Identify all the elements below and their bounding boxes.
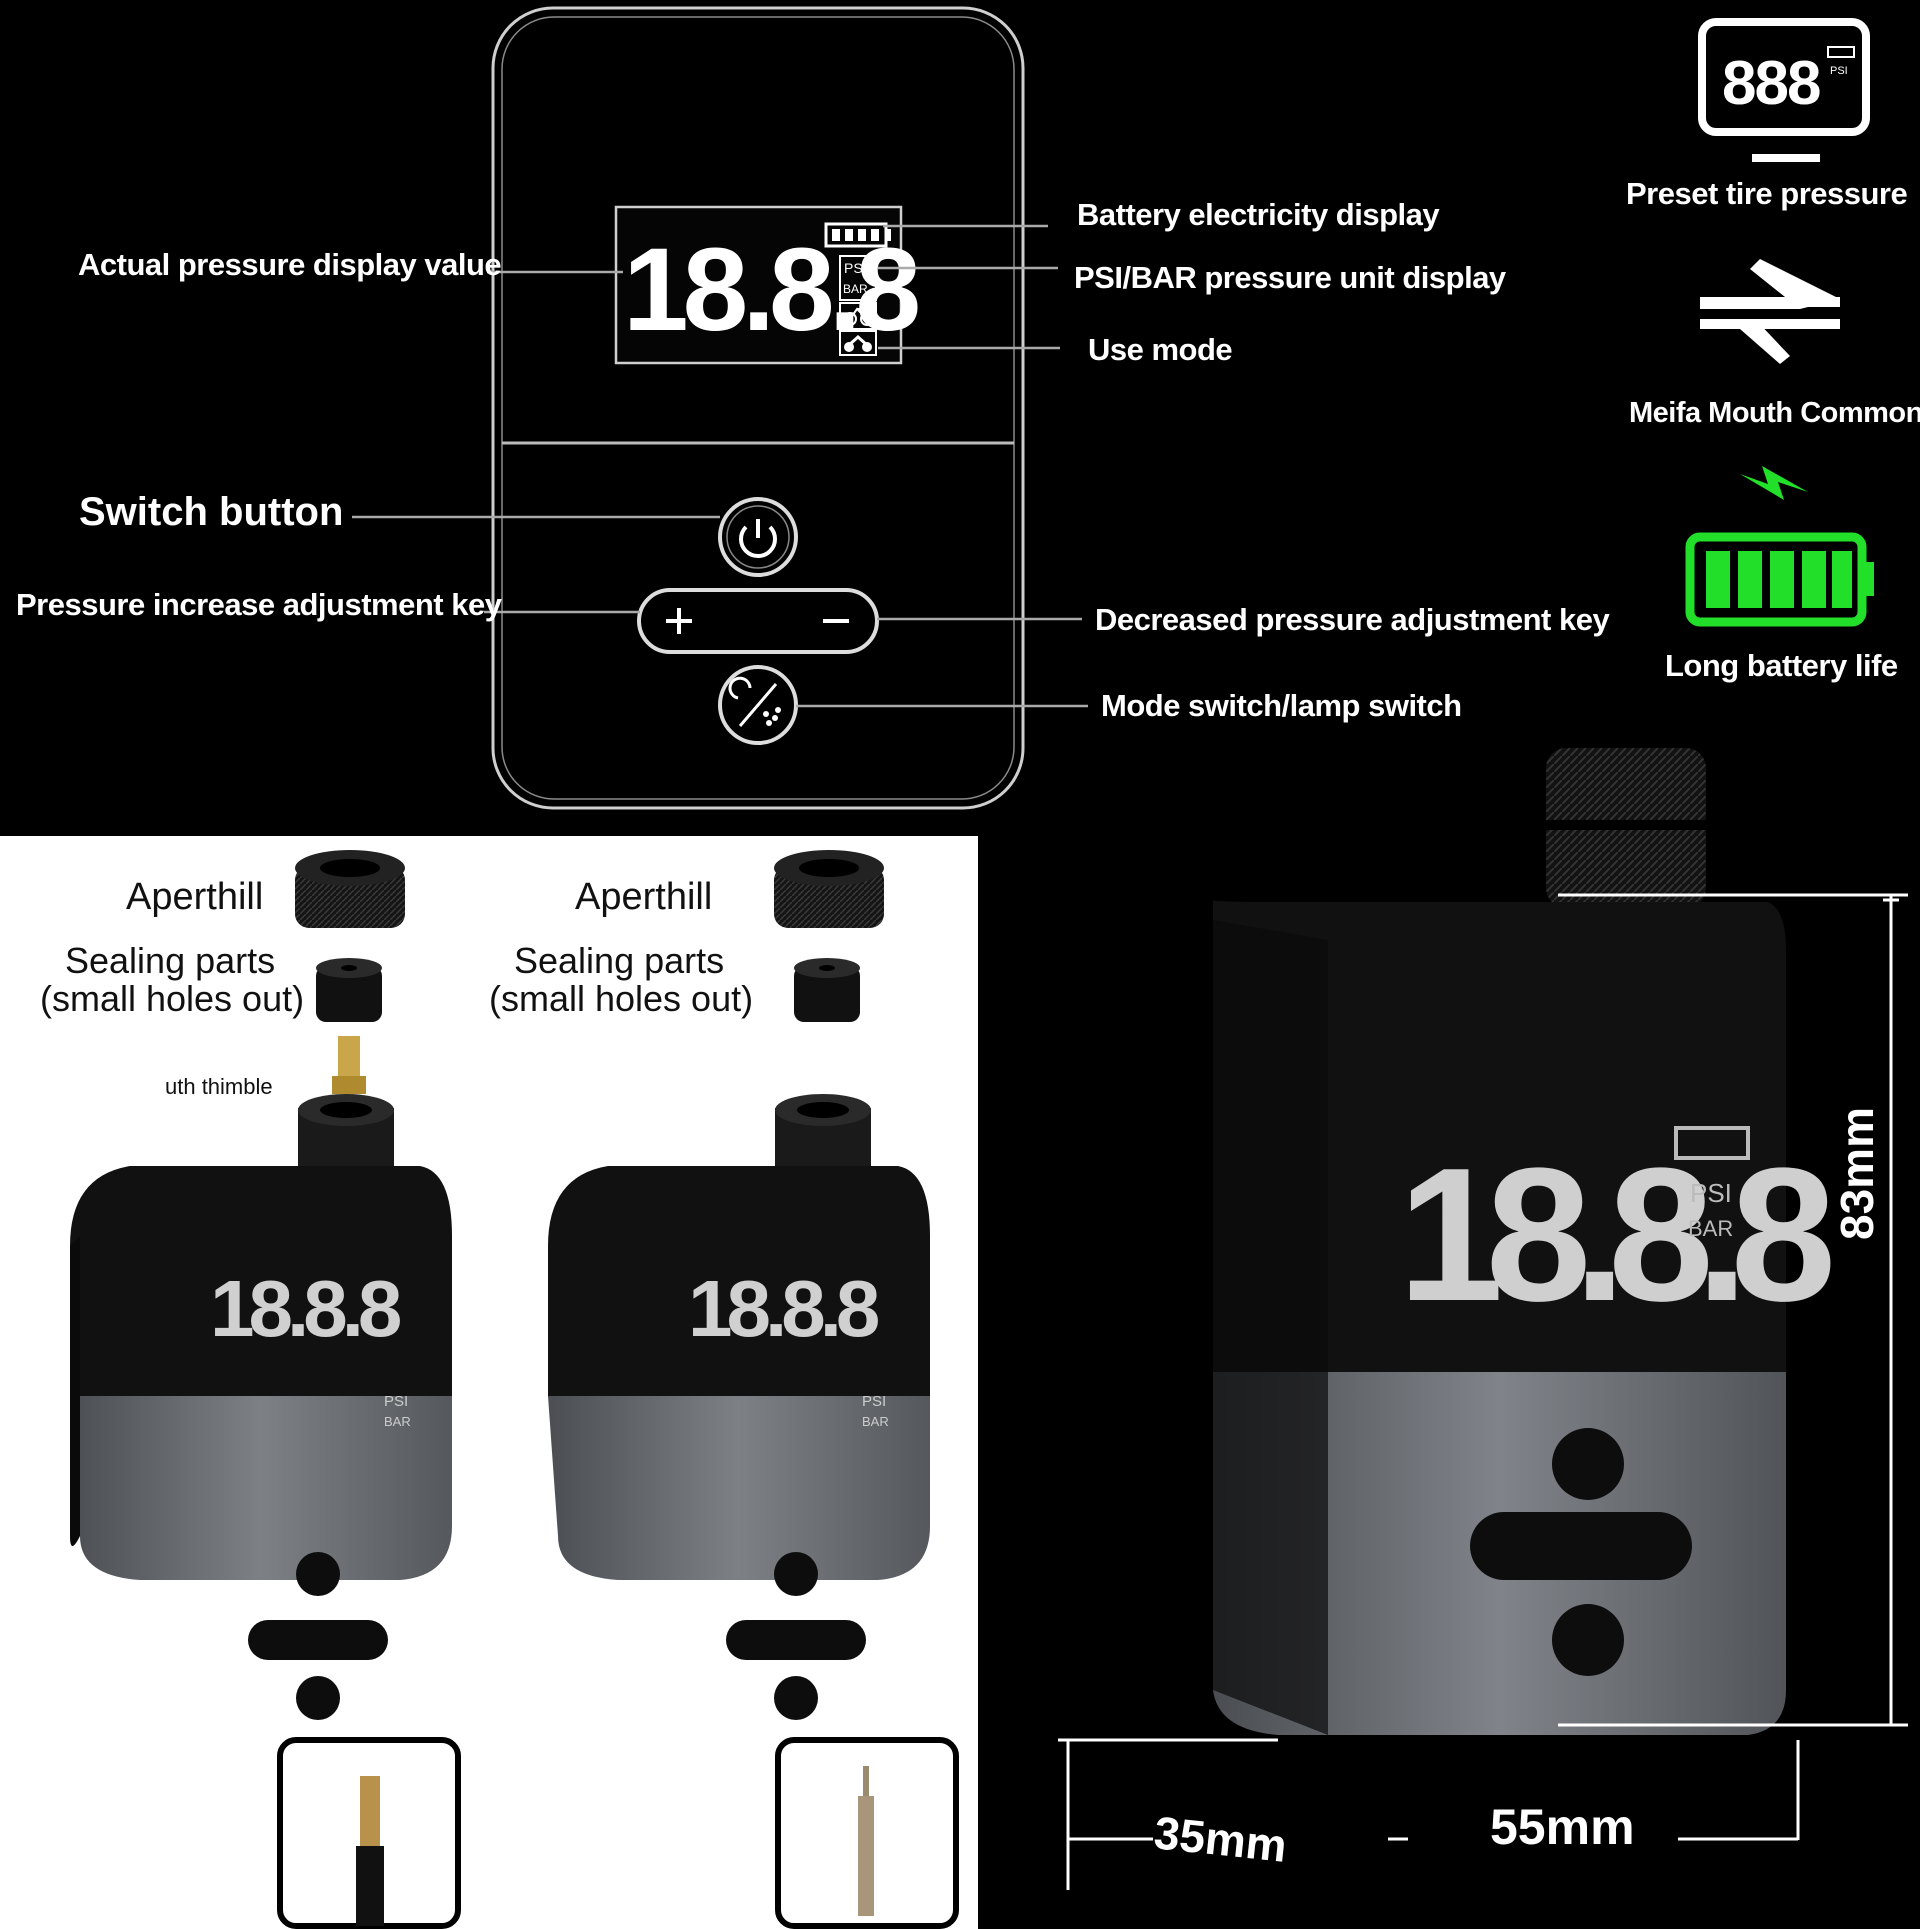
feature-icons: 888 PSI	[1685, 18, 1874, 627]
pump-device-right: 18.8.8 PSI BAR	[548, 1094, 930, 1720]
svg-text:18.8.8: 18.8.8	[210, 1264, 401, 1353]
device-outline	[491, 6, 1025, 810]
battery-display-label: Battery electricity display	[1077, 197, 1440, 232]
sealing-label-right-2: (small holes out)	[489, 978, 754, 1019]
aperture-nut-left	[295, 850, 405, 928]
meifa-label: Meifa Mouth Common	[1629, 397, 1920, 429]
svg-text:BAR: BAR	[862, 1414, 889, 1429]
unit-display-label: PSI/BAR pressure unit display	[1074, 260, 1506, 295]
battery-life-label: Long battery life	[1665, 648, 1898, 683]
svg-text:888: 888	[1722, 49, 1820, 118]
use-mode-label: Use mode	[1088, 332, 1233, 367]
big-mode-button	[1552, 1604, 1624, 1676]
device-body-top	[1213, 900, 1786, 1372]
width-dimension: 55mm	[1490, 1799, 1635, 1855]
svg-text:.: .	[210, 1478, 213, 1489]
svg-text:PSI: PSI	[1690, 1178, 1732, 1208]
big-power-button	[1552, 1428, 1624, 1500]
svg-text:PSI: PSI	[862, 1393, 886, 1410]
accessory-illustrations: . 18.8.8 PSI BAR 18.8.8 PSI BAR	[70, 850, 959, 1929]
svg-text:PSI: PSI	[1830, 65, 1848, 77]
dimension-lines	[1058, 893, 1908, 1890]
leader-lines	[352, 224, 1088, 708]
preset-label: Preset tire pressure	[1626, 176, 1908, 211]
presta-valve-box	[775, 1737, 959, 1929]
svg-text:BAR: BAR	[384, 1414, 411, 1429]
control-diagram: 18.8.8 PSI BAR	[352, 6, 1088, 810]
svg-text:BAR: BAR	[1688, 1216, 1733, 1241]
aperthill-label-right: Aperthill	[575, 876, 713, 918]
mode-lamp-button	[718, 665, 798, 745]
svg-text:PSI: PSI	[844, 260, 867, 276]
sealing-label-right-1: Sealing parts	[514, 940, 725, 981]
height-dimension: 83mm	[1831, 1107, 1883, 1240]
sealing-part-right	[794, 958, 860, 1022]
preset-display-icon: 888 PSI	[1698, 18, 1870, 162]
device-dimension-view: 18.8.8 PSI BAR	[1058, 748, 1908, 1890]
power-button	[718, 497, 798, 577]
big-lcd-digits: 18.8.8	[1398, 1129, 1831, 1341]
swap-arrows-icon	[1700, 259, 1840, 364]
switch-button-label: Switch button	[79, 490, 344, 534]
plus-minus-key	[637, 588, 879, 654]
pressure-decrease-label: Decreased pressure adjustment key	[1095, 602, 1610, 637]
svg-text:18.8.8: 18.8.8	[688, 1264, 879, 1353]
sealing-label-left-2: (small holes out)	[40, 978, 305, 1019]
schrader-valve-box	[277, 1737, 461, 1929]
psi-bar-unit-icon: PSI BAR	[839, 255, 877, 301]
thimble-label: uth thimble	[165, 1074, 273, 1099]
actual-pressure-label: Actual pressure display value	[78, 247, 502, 282]
battery-icon	[824, 222, 891, 248]
motorcycle-icon	[839, 330, 877, 356]
svg-text:PSI: PSI	[384, 1393, 408, 1410]
mode-switch-label: Mode switch/lamp switch	[1101, 688, 1462, 723]
pump-device-left: . 18.8.8 PSI BAR	[70, 1094, 452, 1720]
lcd-screen	[614, 205, 903, 365]
lightning-icon	[1740, 466, 1808, 500]
pressure-increase-label: Pressure increase adjustment key	[16, 587, 502, 622]
green-battery-icon	[1685, 532, 1874, 627]
svg-text:BAR: BAR	[843, 282, 868, 296]
big-plus-minus	[1470, 1512, 1692, 1580]
aperthill-label-left: Aperthill	[126, 876, 264, 918]
bicycle-icon	[839, 302, 877, 330]
aperture-nut-right	[774, 850, 884, 928]
lcd-digits: 18.8.8	[623, 224, 917, 356]
sealing-label-left-1: Sealing parts	[65, 940, 276, 981]
sealing-part-left	[316, 958, 382, 1022]
